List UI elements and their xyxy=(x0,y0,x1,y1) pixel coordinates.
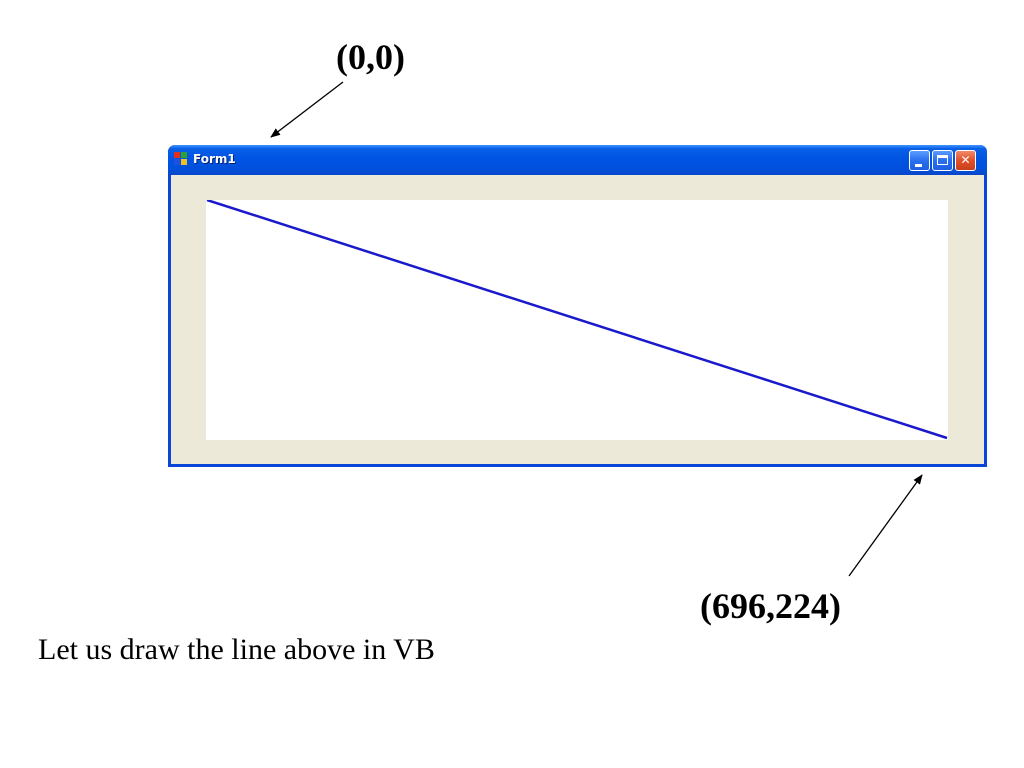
end-label: (696,224) xyxy=(700,586,841,626)
origin-label: (0,0) xyxy=(336,37,405,77)
drawn-line xyxy=(206,200,948,440)
window-title: Form1 xyxy=(193,152,236,166)
app-icon[interactable] xyxy=(174,152,188,166)
maximize-button[interactable] xyxy=(932,150,953,171)
close-icon: ✕ xyxy=(960,153,971,167)
window-titlebar[interactable]: Form1 ✕ xyxy=(168,145,987,175)
caption-text: Let us draw the line above in VB xyxy=(38,633,435,666)
origin-arrow xyxy=(270,81,344,138)
maximize-icon xyxy=(937,155,948,165)
drawing-svg xyxy=(206,200,948,440)
minimize-button[interactable] xyxy=(909,150,930,171)
end-arrow xyxy=(848,474,923,577)
minimize-icon xyxy=(915,164,922,167)
drawing-surface[interactable] xyxy=(206,200,948,440)
form-client-area[interactable] xyxy=(171,175,984,464)
form1-window[interactable]: Form1 ✕ xyxy=(168,145,987,467)
close-button[interactable]: ✕ xyxy=(955,150,976,171)
